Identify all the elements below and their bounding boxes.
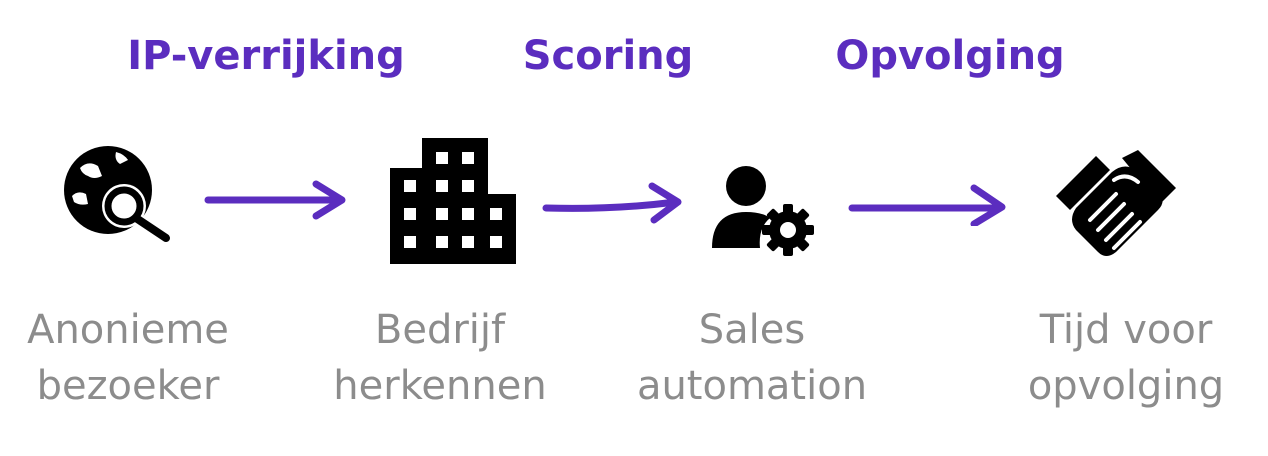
node-label-line: Sales	[698, 307, 806, 353]
node-label-tijd-voor-opvolging: Tijd voor opvolging	[976, 302, 1268, 414]
office-building-icon	[390, 138, 516, 264]
flow-arrow-2	[542, 182, 682, 224]
node-label-line: Anonieme	[27, 307, 229, 353]
flow-arrow-3	[848, 184, 1006, 226]
node-label-line: herkennen	[333, 363, 547, 409]
node-label-line: automation	[636, 363, 868, 409]
flow-arrow-1	[204, 180, 346, 220]
globe-search-icon	[64, 146, 170, 242]
node-label-line: bezoeker	[36, 363, 220, 409]
step-title-scoring: Scoring	[522, 33, 694, 79]
node-label-line: Tijd voor	[1039, 307, 1213, 353]
node-label-bedrijf-herkennen: Bedrijf herkennen	[290, 302, 590, 414]
user-gear-icon	[712, 166, 814, 256]
node-label-line: Bedrijf	[374, 307, 506, 353]
node-label-anonieme-bezoeker: Anonieme bezoeker	[0, 302, 278, 414]
handshake-icon	[1056, 150, 1176, 256]
step-title-ip-verrijking: IP-verrijking	[127, 33, 405, 79]
node-label-line: opvolging	[1027, 363, 1225, 409]
step-title-opvolging: Opvolging	[835, 33, 1065, 79]
node-label-sales-automation: Sales automation	[602, 302, 902, 414]
